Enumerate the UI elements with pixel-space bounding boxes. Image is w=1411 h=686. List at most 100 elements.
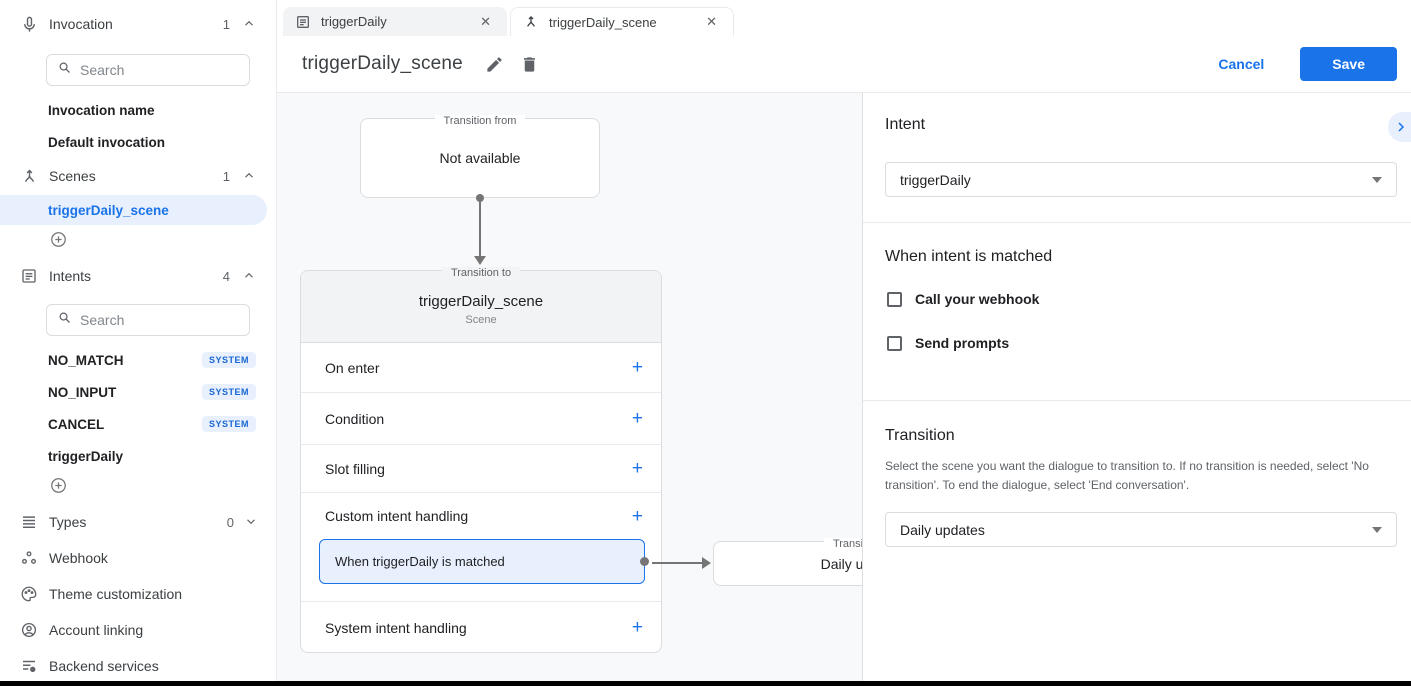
section-count: 4 — [222, 268, 230, 284]
close-icon[interactable]: ✕ — [706, 14, 717, 29]
intent-properties-panel: Intent triggerDaily When intent is match… — [862, 93, 1411, 686]
handler-label: When triggerDaily is matched — [335, 554, 505, 569]
sidebar-item-no-input[interactable]: NO_INPUT SYSTEM — [0, 376, 276, 408]
sidebar-section-types[interactable]: Types 0 — [0, 504, 276, 540]
chevron-up-icon[interactable] — [240, 15, 258, 33]
call-webhook-checkbox-row[interactable]: Call your webhook — [887, 291, 1039, 307]
tab-triggerdaily[interactable]: triggerDaily ✕ — [283, 7, 507, 36]
send-prompts-checkbox-row[interactable]: Send prompts — [887, 335, 1009, 351]
item-label: Webhook — [49, 550, 108, 566]
sidebar-section-scenes[interactable]: Scenes 1 — [0, 158, 276, 194]
custom-intent-handling-row[interactable]: Custom intent handling + — [301, 493, 661, 539]
checkbox-unchecked[interactable] — [887, 335, 902, 351]
add-intent-button[interactable] — [0, 472, 276, 504]
tab-label: triggerDaily — [321, 14, 387, 29]
sidebar-section-intents[interactable]: Intents 4 — [0, 258, 276, 294]
intent-select[interactable]: triggerDaily — [885, 162, 1397, 197]
node-legend: Transition to — [301, 263, 661, 281]
sidebar-item-webhook[interactable]: Webhook — [0, 540, 276, 576]
intent-handler-selected[interactable]: When triggerDaily is matched — [319, 539, 649, 584]
item-label: NO_MATCH — [48, 352, 124, 368]
scene-node-subtitle: Scene — [465, 314, 497, 326]
intents-search[interactable] — [46, 304, 250, 336]
sidebar-item-triggerdaily[interactable]: triggerDaily — [0, 440, 276, 472]
node-legend: Transition to — [714, 534, 862, 552]
scene-diagram-canvas[interactable]: Transition from Not available Transition… — [277, 93, 862, 686]
divider — [863, 222, 1411, 223]
connector-arrowhead — [702, 557, 711, 569]
item-label: NO_INPUT — [48, 384, 117, 400]
search-input[interactable] — [80, 62, 210, 78]
transition-target-node[interactable]: Transition to Daily updates — [713, 538, 862, 586]
scene-icon — [523, 14, 540, 31]
sidebar-item-theme-customization[interactable]: Theme customization — [0, 576, 276, 612]
sidebar-item-default-invocation[interactable]: Default invocation — [0, 126, 276, 158]
sidebar-item-triggerdaily-scene[interactable]: triggerDaily_scene — [0, 195, 267, 225]
chevron-up-icon[interactable] — [240, 267, 258, 285]
add-icon[interactable]: + — [631, 505, 643, 527]
sidebar-item-invocation-name[interactable]: Invocation name — [0, 94, 276, 126]
connector-arrowhead — [474, 256, 486, 265]
add-icon[interactable]: + — [631, 458, 643, 479]
add-icon[interactable]: + — [631, 617, 643, 638]
section-label: Types — [49, 514, 87, 530]
search-icon — [57, 60, 72, 80]
scene-row-system-intent-handling[interactable]: System intent handling + — [301, 602, 661, 653]
scene-node-header: Transition to triggerDaily_scene Scene — [301, 267, 661, 343]
sidebar-item-account-linking[interactable]: Account linking — [0, 612, 276, 648]
item-label: triggerDaily_scene — [48, 202, 169, 218]
add-icon[interactable]: + — [631, 408, 643, 429]
sidebar-section-invocation[interactable]: Invocation 1 — [0, 4, 276, 44]
chevron-down-icon[interactable] — [244, 514, 258, 531]
scene-node: Transition to triggerDaily_scene Scene O… — [300, 267, 662, 653]
scene-node-title: triggerDaily_scene — [418, 293, 544, 310]
sidebar-item-cancel[interactable]: CANCEL SYSTEM — [0, 408, 276, 440]
cancel-button[interactable]: Cancel — [1202, 47, 1280, 81]
main-area: triggerDaily ✕ triggerDaily_scene ✕ trig… — [277, 0, 1411, 686]
node-legend: Transition from — [361, 111, 599, 129]
chevron-right-icon — [1398, 122, 1405, 132]
section-label: Scenes — [49, 168, 96, 184]
intent-heading: Intent — [885, 116, 926, 133]
search-input[interactable] — [80, 312, 210, 328]
scene-row-custom-intent-handling: Custom intent handling + When triggerDai… — [301, 493, 661, 602]
tab-triggerdaily-scene[interactable]: triggerDaily_scene ✕ — [510, 7, 734, 36]
scene-row-slot-filling[interactable]: Slot filling + — [301, 445, 661, 493]
scene-row-condition[interactable]: Condition + — [301, 393, 661, 445]
transition-select[interactable]: Daily updates — [885, 512, 1397, 547]
section-label: Invocation — [49, 16, 113, 32]
sidebar-item-backend-services[interactable]: Backend services — [0, 648, 276, 684]
collapse-panel-button[interactable] — [1388, 112, 1411, 142]
item-label: Account linking — [49, 622, 144, 638]
window-bottom-edge — [0, 681, 1411, 686]
add-icon[interactable]: + — [631, 357, 643, 378]
close-icon[interactable]: ✕ — [480, 13, 491, 29]
connector-line — [479, 198, 481, 258]
palette-icon — [18, 583, 40, 605]
chevron-up-icon[interactable] — [240, 167, 258, 185]
row-label: Condition — [325, 410, 385, 427]
search-icon — [57, 310, 72, 330]
sidebar-item-no-match[interactable]: NO_MATCH SYSTEM — [0, 344, 276, 376]
system-badge: SYSTEM — [201, 384, 256, 400]
intents-icon — [18, 265, 40, 287]
edit-icon[interactable] — [485, 54, 505, 74]
target-node-title: Daily updates — [820, 555, 862, 572]
row-label: Slot filling — [325, 460, 385, 477]
intents-icon — [295, 13, 312, 30]
add-scene-button[interactable] — [0, 226, 276, 258]
item-label: Default invocation — [48, 134, 166, 150]
transition-description: Select the scene you want the dialogue t… — [885, 459, 1369, 492]
checkbox-unchecked[interactable] — [887, 291, 902, 307]
webhook-icon — [18, 547, 40, 569]
row-label: System intent handling — [325, 619, 467, 636]
scene-row-on-enter[interactable]: On enter + — [301, 343, 661, 393]
delete-icon[interactable] — [520, 54, 540, 74]
invocation-search[interactable] — [46, 54, 250, 86]
backend-services-icon — [18, 655, 40, 677]
checkbox-label: Send prompts — [915, 335, 1010, 351]
dropdown-caret-icon — [1372, 526, 1382, 533]
save-button[interactable]: Save — [1300, 47, 1397, 81]
tab-label: triggerDaily_scene — [549, 14, 657, 30]
